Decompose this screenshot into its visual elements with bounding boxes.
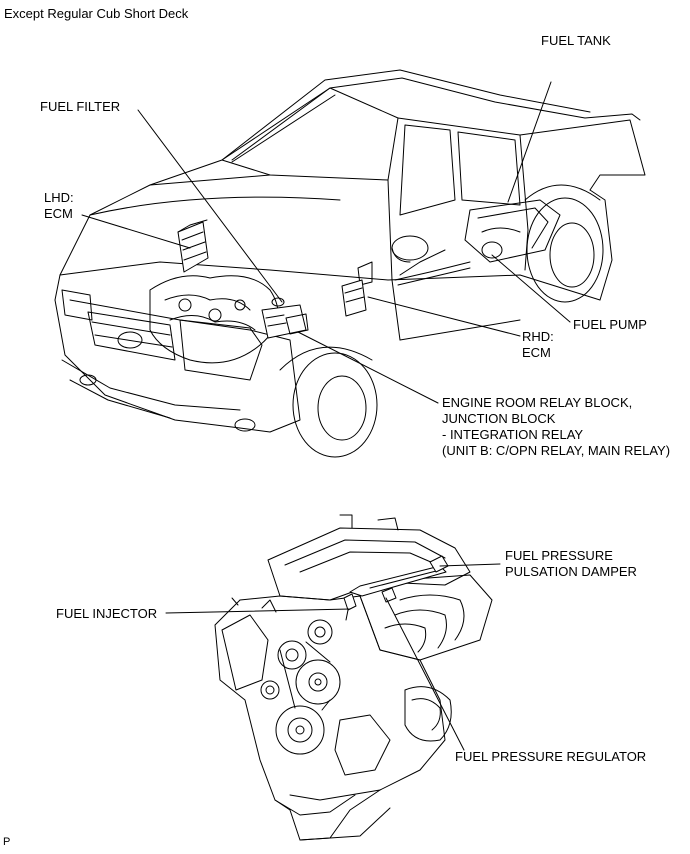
lhd-ecm-module [178,220,208,272]
label-pressure-regulator: FUEL PRESSURE REGULATOR [455,749,647,764]
leader-fuel-filter [138,110,282,302]
label-lhd-ecm-line1: LHD: [44,190,74,205]
leader-fuel-injector [166,609,350,613]
label-fuel-injector: FUEL INJECTOR [56,606,158,621]
label-pulsation-damper-line1: FUEL PRESSURE [505,548,613,563]
label-lhd-ecm-line2: ECM [44,206,73,221]
label-pulsation-damper-line2: PULSATION DAMPER [505,564,637,579]
leader-lines [82,82,570,750]
label-rhd-ecm-line2: ECM [522,345,551,360]
label-relay-block: ENGINE ROOM RELAY BLOCK, JUNCTION BLOCK … [442,395,670,459]
leader-rhd-ecm [368,297,520,336]
fuel-delivery-rail [350,566,446,596]
label-fuel-pump: FUEL PUMP [573,317,647,332]
label-relay-block-line1: ENGINE ROOM RELAY BLOCK, [442,395,633,410]
label-lhd-ecm: LHD: ECM [44,190,74,222]
engine-illustration [215,515,492,840]
label-relay-block-line3: - INTEGRATION RELAY [442,427,584,442]
fuel-injector-part [344,594,356,620]
label-fuel-filter: FUEL FILTER [40,99,121,114]
figure-code: P [3,836,11,848]
leader-pressure-regulator [386,598,464,750]
pressure-regulator-part [382,588,396,602]
leader-fuel-pump [492,255,570,322]
rhd-ecm-module [342,280,366,316]
pickup-truck-illustration [55,70,645,457]
label-fuel-tank: FUEL TANK [541,33,611,48]
leader-lhd-ecm [82,215,190,248]
page-title: Except Regular Cub Short Deck [4,6,189,21]
fuel-filter-part [272,298,284,306]
label-relay-block-line4: (UNIT B: C/OPN RELAY, MAIN RELAY) [442,443,671,458]
label-relay-block-line2: JUNCTION BLOCK [442,411,556,426]
label-rhd-ecm-line1: RHD: [522,329,554,344]
engine-room-relay-block [262,305,308,338]
leader-pulsation-damper [440,564,500,566]
label-rhd-ecm: RHD: ECM [522,329,554,361]
leader-relay-block [298,332,438,403]
label-pulsation-damper: FUEL PRESSURE PULSATION DAMPER [505,548,637,580]
leader-fuel-tank [508,82,551,202]
